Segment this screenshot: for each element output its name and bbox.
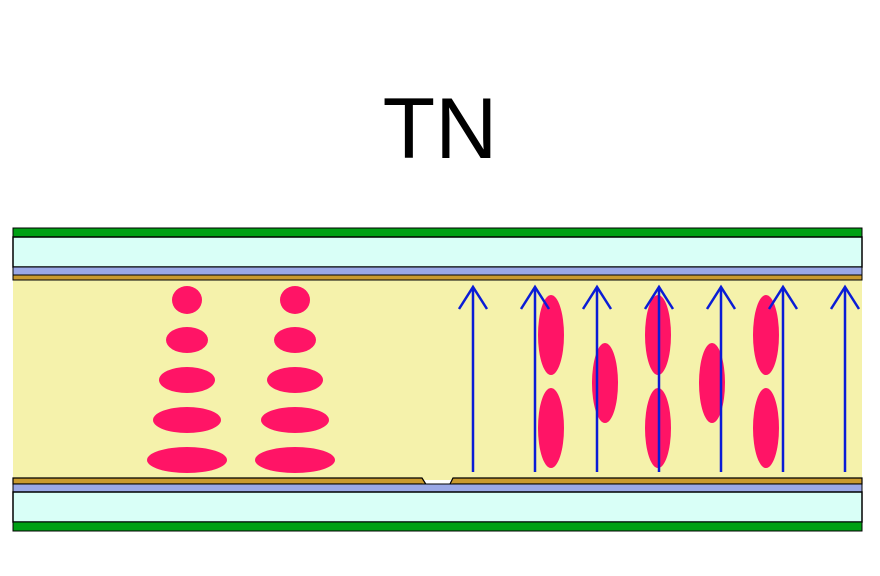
- on-state-molecules: [538, 295, 779, 468]
- field-arrow: [643, 284, 675, 472]
- field-arrow: [829, 284, 861, 472]
- top-outer-film: [12, 227, 863, 238]
- molecule: [538, 388, 564, 468]
- bottom-outer-film: [12, 521, 863, 532]
- molecule: [267, 367, 323, 393]
- molecule: [753, 295, 779, 375]
- off-state-molecules: [147, 286, 335, 473]
- field-arrow: [581, 284, 613, 472]
- molecule: [172, 286, 202, 314]
- molecule: [699, 343, 725, 423]
- top-alignment-layer: [12, 274, 863, 281]
- liquid-crystal-layer: [13, 280, 862, 480]
- top-glass: [12, 236, 863, 268]
- bottom-substrate: [12, 477, 863, 532]
- molecule: [753, 388, 779, 468]
- molecule: [166, 327, 208, 353]
- molecule: [592, 343, 618, 423]
- molecule: [159, 367, 215, 393]
- field-arrow: [457, 284, 489, 472]
- field-arrow: [519, 284, 551, 472]
- top-substrate: [12, 227, 863, 281]
- field-arrow: [705, 284, 737, 472]
- bottom-electrode: [12, 483, 863, 493]
- molecule: [280, 286, 310, 314]
- field-arrow: [767, 284, 799, 472]
- molecule: [153, 407, 221, 433]
- molecule: [538, 295, 564, 375]
- molecule: [274, 327, 316, 353]
- molecule-column-right: [255, 286, 335, 473]
- molecule: [147, 447, 227, 473]
- diagram-title: TN: [383, 81, 498, 177]
- top-electrode: [12, 266, 863, 276]
- bottom-glass: [12, 491, 863, 523]
- molecule-column-left: [147, 286, 227, 473]
- field-lines: [457, 284, 861, 472]
- molecule: [261, 407, 329, 433]
- molecule: [255, 447, 335, 473]
